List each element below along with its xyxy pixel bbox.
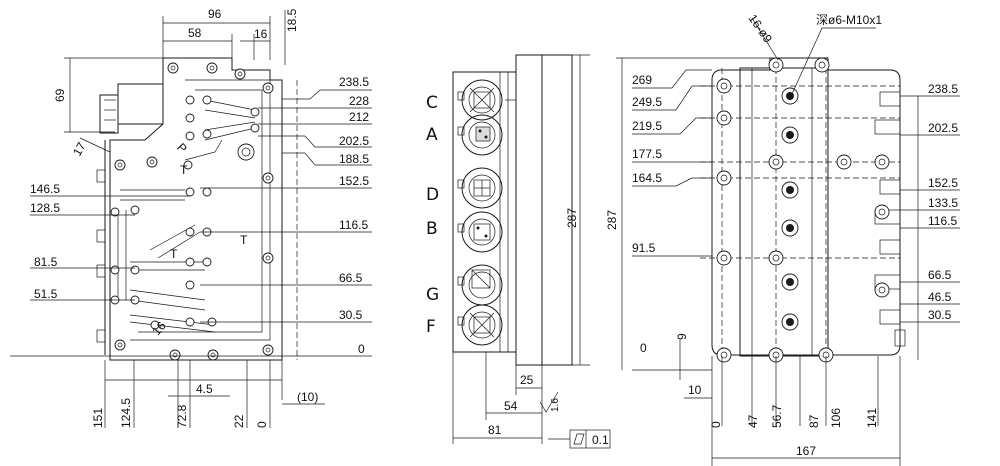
- dim-66-5: 66.5: [339, 271, 363, 285]
- rear-dim-87: 87: [807, 414, 821, 428]
- side-dim-25: 25: [520, 373, 534, 387]
- rear-side-tabs: [874, 91, 906, 347]
- dim-10-ref: (10): [297, 390, 318, 404]
- front-view-holes: [110, 62, 274, 361]
- dim-81-5: 81.5: [34, 255, 58, 269]
- rear-dim-133-5: 133.5: [928, 196, 958, 210]
- rear-dim-116-5: 116.5: [928, 214, 957, 228]
- dim-116-5: 116.5: [339, 218, 368, 232]
- port-letter-d: D: [426, 185, 439, 205]
- side-dim-287: 287: [565, 208, 579, 228]
- dim-0-front-bottom: 0: [255, 421, 269, 428]
- side-view: 287: [426, 54, 611, 449]
- port-label-t-1: T: [180, 163, 188, 177]
- note-thread: 深ø6-M10x1: [816, 13, 882, 27]
- dim-188-5: 188.5: [339, 152, 369, 166]
- port-letter-a: A: [426, 125, 438, 145]
- port-letter-g: G: [426, 285, 439, 305]
- rear-dim-56-7: 56.7: [770, 404, 784, 428]
- port-label-t-3: T: [170, 247, 178, 261]
- port-letter-b: B: [426, 219, 438, 239]
- rear-dim-106: 106: [829, 408, 843, 428]
- port-letter-f: F: [426, 317, 436, 337]
- rear-left-dims: 269 249.5 219.5 177.5 164.5 91.5 0 9: [632, 69, 712, 380]
- rear-dim-91-5: 91.5: [632, 241, 656, 255]
- side-dim-81: 81: [488, 423, 502, 437]
- dim-58: 58: [188, 26, 202, 40]
- rear-dim-269: 269: [632, 73, 652, 87]
- rear-dim-141: 141: [865, 408, 879, 428]
- rear-dim-46-5: 46.5: [928, 290, 952, 304]
- dim-22: 22: [232, 414, 246, 428]
- dim-96: 96: [208, 7, 222, 21]
- dim-18-5: 18.5: [285, 8, 299, 32]
- rear-dim-9: 9: [675, 333, 689, 340]
- dim-146-5: 146.5: [30, 182, 60, 196]
- dim-69: 69: [53, 88, 67, 102]
- dim-212: 212: [349, 110, 369, 124]
- flatness-0-1: 0.1: [592, 433, 609, 447]
- front-right-dims: 238.5 228 212 202.5 188.5 152.5 116.5 66…: [10, 75, 372, 357]
- dim-0-front: 0: [358, 342, 365, 356]
- rear-dim-249-5: 249.5: [632, 95, 662, 109]
- rear-dim-0-left: 0: [640, 341, 647, 355]
- rear-dim-152-5: 152.5: [928, 176, 958, 190]
- front-left-dims: 146.5 128.5 81.5 51.5: [30, 182, 190, 301]
- rear-dim-66-5: 66.5: [928, 268, 952, 282]
- dim-16: 16: [254, 27, 268, 41]
- dim-51-5: 51.5: [34, 287, 58, 301]
- dim-151: 151: [91, 408, 105, 428]
- roughness-1-6: 1.6: [550, 398, 561, 412]
- note-16-holes: 16-ø9: [746, 12, 776, 46]
- rear-dim-238-5: 238.5: [928, 82, 958, 96]
- dim-202-5: 202.5: [339, 134, 369, 148]
- side-connectors: [457, 79, 503, 346]
- port-label-t-2: T: [240, 233, 248, 247]
- rear-dim-164-5: 164.5: [632, 171, 662, 185]
- rear-dim-177-5: 177.5: [632, 147, 662, 161]
- side-dim-54: 54: [504, 399, 518, 413]
- rear-dim-0-bottom: 0: [709, 421, 723, 428]
- rear-mounting-holes: [716, 57, 890, 363]
- rear-dim-10: 10: [688, 383, 702, 397]
- rear-dim-219-5: 219.5: [632, 119, 662, 133]
- dim-152-5: 152.5: [339, 174, 369, 188]
- rear-dim-287: 287: [605, 210, 619, 230]
- rear-right-dims: 238.5 202.5 152.5 133.5 116.5 66.5 46.5 …: [900, 82, 960, 360]
- dim-124-5: 124.5: [119, 398, 133, 428]
- port-letter-c: C: [426, 93, 438, 113]
- dim-17: 17: [70, 140, 89, 159]
- dim-238-5: 238.5: [339, 75, 369, 89]
- rear-dim-47: 47: [746, 414, 760, 428]
- rear-bottom-dims: 10 0 47 56.7 87 106 141 167: [684, 356, 901, 466]
- dim-4-5: 4.5: [196, 382, 213, 396]
- rear-dim-202-5: 202.5: [928, 121, 958, 135]
- port-label-p: P: [174, 140, 190, 156]
- rear-dim-167: 167: [796, 444, 816, 458]
- dim-72-8: 72.8: [175, 404, 189, 428]
- rear-threaded-ports: [781, 87, 799, 331]
- dim-228: 228: [349, 94, 369, 108]
- front-view: 96 58 16 18.5 69 17: [10, 7, 372, 428]
- rear-view: 16-ø9 深ø6-M10x1 269 249.5 219.5 177.5 16…: [605, 12, 960, 466]
- rear-dim-30-5: 30.5: [928, 308, 952, 322]
- front-bottom-dims: 151 124.5 72.8 4.5 22 0 (10): [91, 360, 325, 428]
- dim-128-5: 128.5: [30, 201, 60, 215]
- dim-30-5: 30.5: [339, 308, 363, 322]
